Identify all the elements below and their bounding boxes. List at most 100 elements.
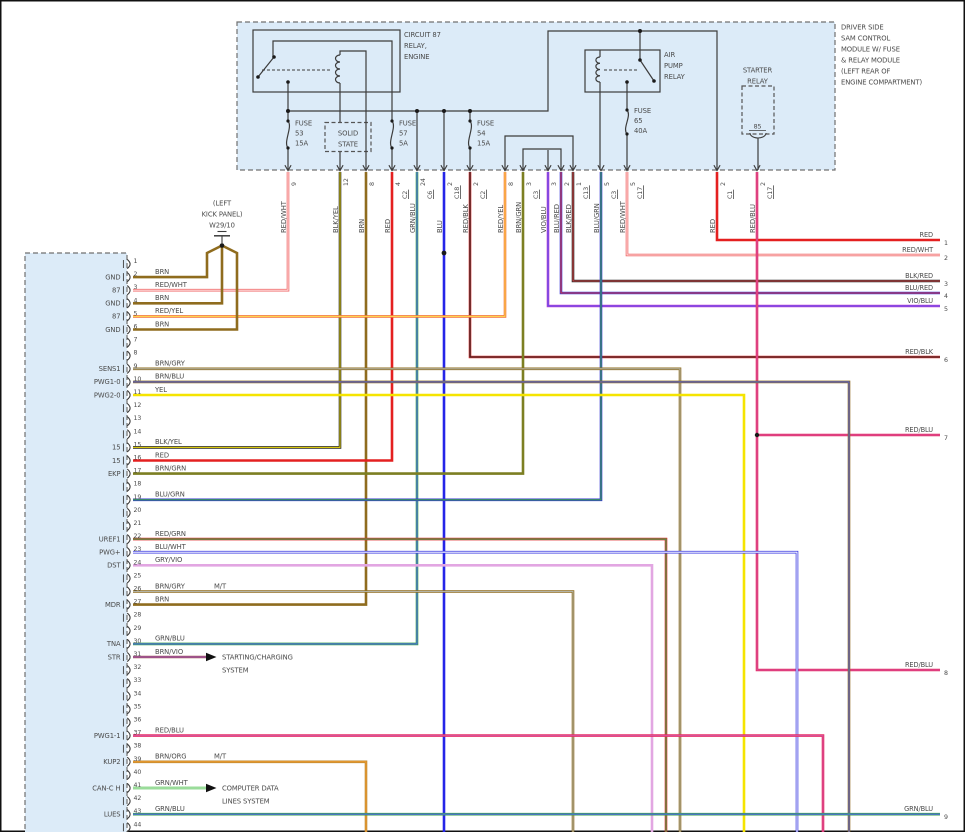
- pin-number: 19: [134, 494, 142, 501]
- tap-connector: C3: [533, 191, 540, 199]
- tap-wire-name: RED/WHT: [619, 200, 627, 233]
- diagram-text: & RELAY MODULE: [841, 57, 900, 65]
- pin-number: 23: [134, 546, 142, 553]
- wire-grn-blu-pin30: [133, 172, 419, 646]
- edge-arrow: [623, 164, 631, 172]
- tap-pin-number: 8: [369, 182, 376, 186]
- wire-red-wht-pin3-accent: [133, 172, 289, 291]
- tap-pin-number: 2: [720, 182, 727, 186]
- internal-wire: [339, 50, 367, 170]
- pin-bracket: [126, 429, 131, 440]
- tap-pin-number: 24: [420, 178, 427, 186]
- tap-wire-name: BRN/GRN: [515, 202, 523, 233]
- pin-name: PWG2-0: [94, 391, 121, 399]
- fuse-terminal: [468, 146, 472, 150]
- symbol-path: [749, 132, 767, 139]
- internal-wire: [272, 40, 393, 120]
- pin-wire-label: GRY/VIO: [155, 556, 182, 564]
- wire-brn-gry-pin9-accent: [133, 368, 681, 832]
- tap-connector: C2: [480, 191, 487, 199]
- right-line-label: RED/WHT: [902, 246, 934, 254]
- pin-wire-label: BRN: [155, 268, 169, 276]
- pin-wire-label: BRN/GRN: [155, 464, 186, 472]
- pin-bracket: [126, 258, 131, 270]
- pin-name: PWG+: [99, 549, 120, 557]
- right-line-label: RED/BLU: [905, 661, 933, 669]
- pin-number: 13: [134, 415, 142, 422]
- junction-dot: [625, 80, 629, 84]
- air-pump-relay-box: [584, 49, 661, 93]
- wire-blu-wht-pin23-accent: [133, 551, 798, 832]
- diagram-text: 65: [634, 117, 642, 125]
- edge-arrow: [597, 164, 605, 172]
- junction-dot: [442, 109, 446, 113]
- pin-number: 41: [134, 782, 142, 789]
- tap-connector: C1: [727, 191, 734, 199]
- pin-name: KUP2: [103, 758, 120, 766]
- wire-grn-blu-pin30-accent: [133, 172, 418, 645]
- tap-wire-name: RED/WHT: [280, 200, 288, 233]
- junction-dot: [272, 55, 276, 59]
- pin-wire-label: BLU/GRN: [155, 491, 185, 499]
- diagram-text: RELAY: [664, 73, 686, 81]
- junction-dot: [286, 109, 290, 113]
- pin-name: 87: [112, 313, 120, 321]
- pin-number: 28: [134, 612, 142, 619]
- wire-blu-grn-pin19-accent: [133, 172, 602, 501]
- pin-number: 6: [134, 324, 138, 331]
- pin-number: 22: [134, 533, 142, 540]
- edge-arrow: [466, 164, 474, 172]
- pin-bracket: [126, 272, 131, 283]
- right-line-number: 2: [944, 255, 948, 262]
- pin-number: 24: [134, 559, 142, 566]
- pin-bracket: [126, 560, 131, 571]
- pin-bracket: [126, 651, 131, 663]
- right-line-label: GRN/BLU: [904, 805, 933, 813]
- pin-bracket: [126, 468, 131, 479]
- diagram-text: FUSE: [295, 120, 312, 128]
- right-line-label: BLU/RED: [905, 284, 933, 292]
- pin-wire-label: RED: [155, 451, 169, 459]
- pin-wire-note: M/T: [214, 753, 227, 761]
- pin-bracket: [126, 298, 131, 309]
- fuse-terminal: [390, 146, 394, 150]
- pin-name: 15: [112, 444, 120, 452]
- pin-number: 40: [134, 769, 142, 776]
- edge-arrow: [501, 164, 509, 172]
- pin-bracket: [126, 311, 131, 322]
- pin-bracket: [126, 350, 131, 361]
- tap-wire-name: VIO/BLU: [540, 206, 548, 233]
- junction-dot: [256, 75, 260, 79]
- right-line-label: VIO/BLU: [907, 297, 933, 305]
- pin-bracket: [126, 573, 131, 584]
- junction-dot: [415, 109, 419, 113]
- pin-number: 21: [134, 520, 142, 527]
- tap-pin-number: 5: [630, 182, 637, 186]
- pin-number: 2: [134, 271, 138, 278]
- pin-number: 9: [134, 363, 138, 370]
- fuse-symbol: [624, 109, 630, 135]
- tap-wire-name: BLU: [436, 220, 444, 233]
- pin-name: GND: [105, 326, 120, 334]
- tap-wire-name: RED/BLK: [462, 204, 470, 233]
- pin-bracket: [126, 285, 131, 296]
- pin-number: 3: [134, 284, 138, 291]
- pin-wire-label: RED/GRN: [155, 530, 186, 538]
- pin-number: 20: [134, 507, 142, 514]
- tap-wire-name: RED: [384, 219, 392, 233]
- wire-blk-yel-pin15-accent: [133, 172, 341, 448]
- pin-number: 12: [134, 402, 142, 409]
- pin-number: 29: [134, 625, 142, 632]
- internal-wire: [639, 59, 655, 82]
- system-link-label: COMPUTER DATA: [222, 785, 279, 793]
- edge-arrow: [284, 164, 292, 172]
- edge-arrow: [557, 164, 565, 172]
- tap-wire-name: BLU/GRN: [593, 203, 601, 233]
- junction-dot: [441, 250, 447, 256]
- wire-red-wht-line2: [625, 172, 940, 257]
- junction-dot: [468, 109, 472, 113]
- tap-pin-number: 3: [551, 182, 558, 186]
